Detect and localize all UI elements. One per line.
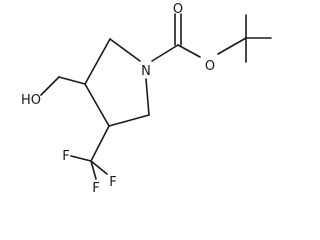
- bond-cf3-to-f-left: [70, 155, 92, 162]
- fluorine-left-label: F: [62, 149, 69, 164]
- fluorine-center-label: F: [92, 181, 99, 196]
- bond-ester-oxygen-to-carbonyl: [177, 44, 201, 58]
- bond-ch2-to-hydroxyl: [40, 76, 60, 96]
- bond-c5-to-nitrogen: [145, 78, 150, 116]
- bond-tbu-to-ester-oxygen: [217, 37, 247, 55]
- bond-c3-to-ch2: [58, 76, 86, 85]
- fluorine-right-label: F: [109, 175, 116, 190]
- bond-c3-to-c4: [84, 83, 110, 127]
- bond-carbonyl-to-nitrogen: [151, 44, 179, 62]
- hydroxyl-label: HO: [21, 93, 41, 108]
- bond-nitrogen-to-c2: [109, 38, 141, 62]
- bond-c4-to-cf3: [90, 125, 110, 162]
- bond-cf3-to-f-right: [90, 160, 108, 175]
- bond-c4-to-c5: [108, 114, 150, 127]
- ester-oxygen-label: O: [205, 59, 215, 74]
- bond-c2-to-c3: [84, 38, 111, 85]
- molecule-drawing: O O N HO F F F: [21, 2, 272, 196]
- ring-nitrogen-label: N: [141, 64, 151, 79]
- carbonyl-oxygen-label: O: [173, 2, 183, 17]
- bond-cf3-to-f-center: [90, 160, 97, 180]
- structure-diagram: O O N HO F F F: [21, 2, 272, 196]
